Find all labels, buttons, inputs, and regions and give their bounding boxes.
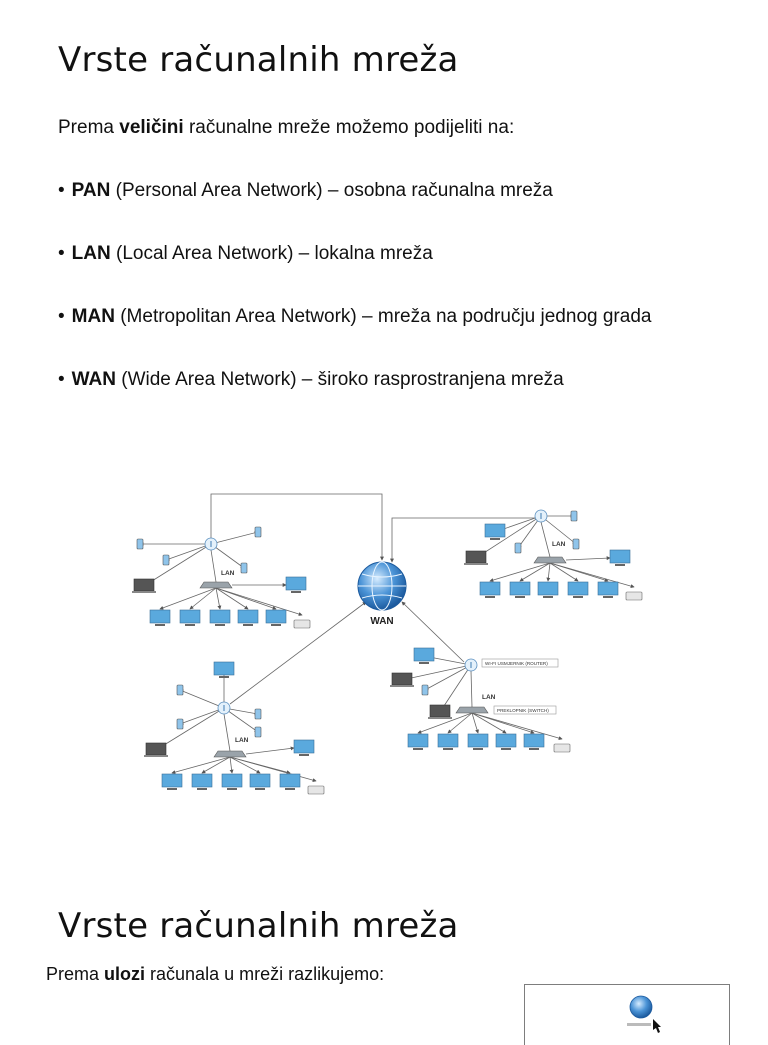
wifi-router-icon (534, 509, 548, 523)
lan-label-bottomright: LAN (482, 694, 496, 701)
wifi-router-icon (204, 537, 218, 551)
slide-title: Vrste računalnih mreža (58, 40, 459, 80)
desktop-computer-icon (179, 609, 201, 626)
cursor-icon (653, 1019, 661, 1033)
intro-bold: ulozi (104, 964, 146, 984)
desktop-computer-icon (437, 733, 459, 750)
slide-1: Vrste računalnih mreža Prema veličini ra… (58, 40, 651, 795)
mobile-device-icon (176, 684, 184, 696)
desktop-computer-icon (279, 773, 301, 790)
desktop-computer-icon (509, 581, 531, 598)
intro-pre: Prema (46, 964, 105, 984)
desktop-computer-icon (237, 609, 259, 626)
slide-title: Vrste računalnih mreža (58, 906, 459, 946)
mobile-device-icon (240, 562, 248, 574)
desktop-computer-icon (467, 733, 489, 750)
desktop-computer-icon (285, 576, 307, 593)
mobile-device-icon (254, 526, 262, 538)
laptop-icon (464, 550, 488, 565)
desktop-computer-icon (413, 647, 435, 664)
desktop-computer-icon (149, 609, 171, 626)
bullet-marker: • (58, 243, 65, 264)
network-image-thumbnail (524, 984, 730, 1045)
bullet-desc: (Local Area Network) – lokalna mreža (110, 243, 433, 264)
intro-text: Prema ulozi računala u mreži razlikujemo… (46, 964, 384, 985)
desktop-computer-icon (209, 609, 231, 626)
bullet-lan: • LAN (Local Area Network) – lokalna mrež… (58, 243, 433, 265)
bullet-abbr: MAN (71, 306, 115, 327)
wan-globe-icon (357, 561, 407, 611)
desktop-computer-icon (495, 733, 517, 750)
lan-label-bottomleft: LAN (235, 737, 249, 744)
router-label: WI-FI USMJERNIK (ROUTER) (485, 661, 548, 666)
mobile-device-icon (176, 718, 184, 730)
desktop-computer-icon (249, 773, 271, 790)
desktop-computer-icon (484, 523, 506, 540)
desktop-computer-icon (523, 733, 545, 750)
laptop-icon (390, 672, 414, 687)
mobile-device-icon (514, 542, 522, 554)
printer-icon (293, 619, 311, 629)
bullet-man: • MAN (Metropolitan Area Network) – mreža… (58, 306, 651, 328)
network-switch-icon (455, 706, 489, 714)
mobile-device-icon (162, 554, 170, 566)
bullet-marker: • (58, 306, 65, 327)
wifi-router-icon (464, 658, 478, 672)
desktop-computer-icon (537, 581, 559, 598)
desktop-computer-icon (597, 581, 619, 598)
switch-label: PREKLOPNIK (SWITCH) (497, 708, 549, 713)
bullet-abbr: WAN (71, 369, 116, 390)
printer-icon (553, 743, 571, 753)
slide-2: Vrste računalnih mreža Prema ulozi račun… (0, 880, 768, 1045)
wan-label: WAN (370, 616, 393, 627)
mobile-device-icon (254, 708, 262, 720)
bullet-desc: (Metropolitan Area Network) – mreža na p… (114, 306, 652, 327)
laptop-icon (428, 704, 452, 719)
bullet-pan: • PAN (Personal Area Network) – osobna ra… (58, 180, 553, 202)
mobile-device-icon (572, 538, 580, 550)
intro-text: Prema veličini računalne mreže možemo po… (58, 117, 514, 139)
laptop-icon (144, 742, 168, 757)
network-switch-icon (199, 581, 233, 589)
desktop-computer-icon (221, 773, 243, 790)
mobile-device-icon (421, 684, 429, 696)
desktop-computer-icon (265, 609, 287, 626)
bullet-marker: • (58, 180, 65, 201)
mobile-device-icon (254, 726, 262, 738)
wan-network-diagram: WAN LAN LAN LAN LAN WI-FI USMJERNIK (ROU… (132, 493, 643, 795)
desktop-computer-icon (609, 549, 631, 566)
intro-bold: veličini (119, 117, 184, 138)
bullet-wan: • WAN (Wide Area Network) – široko raspro… (58, 369, 564, 391)
desktop-computer-icon (293, 739, 315, 756)
desktop-computer-icon (407, 733, 429, 750)
desktop-computer-icon (161, 773, 183, 790)
intro-post: računala u mreži razlikujemo: (145, 964, 385, 984)
laptop-icon (132, 578, 156, 593)
bullet-marker: • (58, 369, 65, 390)
globe-icon (629, 995, 653, 1019)
bullet-abbr: LAN (71, 243, 111, 264)
printer-icon (307, 785, 325, 795)
wifi-router-icon (217, 701, 231, 715)
bullet-abbr: PAN (71, 180, 111, 201)
desktop-computer-icon (567, 581, 589, 598)
intro-pre: Prema (58, 117, 120, 138)
intro-post: računalne mreže možemo podijeliti na: (183, 117, 515, 138)
lan-label-topleft: LAN (221, 570, 235, 577)
desktop-computer-icon (213, 661, 235, 678)
network-switch-icon (533, 556, 567, 564)
bullet-desc: (Wide Area Network) – široko rasprostran… (115, 369, 564, 390)
lan-label-topright: LAN (552, 541, 566, 548)
desktop-computer-icon (479, 581, 501, 598)
mobile-device-icon (136, 538, 144, 550)
bullet-desc: (Personal Area Network) – osobna računal… (110, 180, 553, 201)
desktop-computer-icon (191, 773, 213, 790)
printer-icon (625, 591, 643, 601)
mobile-device-icon (570, 510, 578, 522)
network-switch-icon (213, 750, 247, 758)
